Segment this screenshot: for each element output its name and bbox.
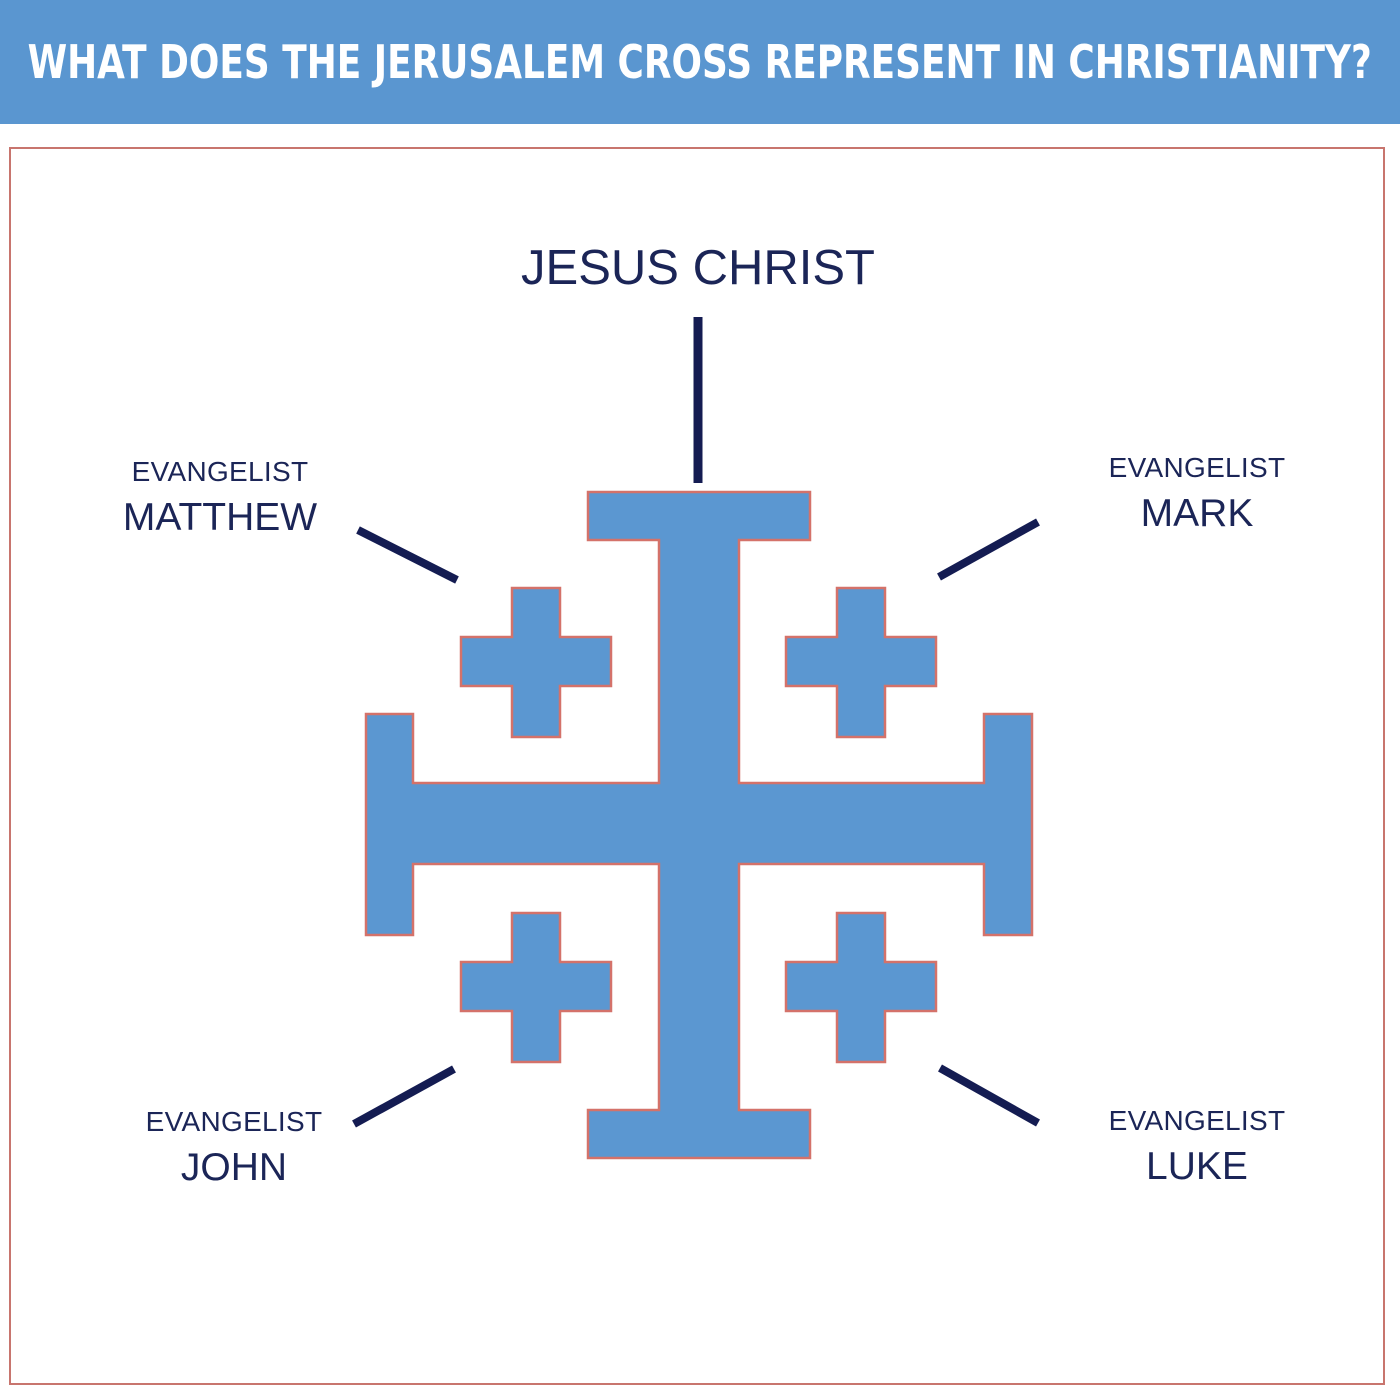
connector-john <box>352 1065 456 1128</box>
label-matthew-prefix: EVANGELIST <box>131 456 309 487</box>
connector-mark <box>937 518 1040 581</box>
label-john-name: JOHN <box>180 1146 288 1189</box>
label-mark-prefix: EVANGELIST <box>1108 452 1286 483</box>
label-mark-name: MARK <box>1140 492 1254 535</box>
label-matthew: EVANGELIST MATTHEW <box>123 456 317 540</box>
header-banner: WHAT DOES THE JERUSALEM CROSS REPRESENT … <box>0 0 1400 124</box>
connector-matthew <box>356 526 459 584</box>
label-matthew-name: MATTHEW <box>122 496 318 539</box>
connector-luke <box>938 1064 1040 1127</box>
diagram-frame <box>9 147 1385 1385</box>
small-cross-top-left <box>459 586 613 739</box>
small-cross-top-right <box>784 586 938 739</box>
label-mark: EVANGELIST MARK <box>1109 452 1286 536</box>
label-luke-name: LUKE <box>1146 1145 1248 1188</box>
central-cross <box>364 490 1034 1160</box>
page-title: WHAT DOES THE JERUSALEM CROSS REPRESENT … <box>27 35 1373 89</box>
label-john: EVANGELIST JOHN <box>146 1106 323 1190</box>
small-cross-bottom-left <box>459 911 613 1064</box>
label-john-prefix: EVANGELIST <box>145 1106 323 1137</box>
small-cross-bottom-right <box>784 911 938 1064</box>
label-luke-prefix: EVANGELIST <box>1108 1105 1286 1136</box>
label-jesus-christ: JESUS CHRIST <box>521 241 875 295</box>
label-luke: EVANGELIST LUKE <box>1109 1105 1286 1189</box>
connector-lines <box>352 317 1040 1128</box>
